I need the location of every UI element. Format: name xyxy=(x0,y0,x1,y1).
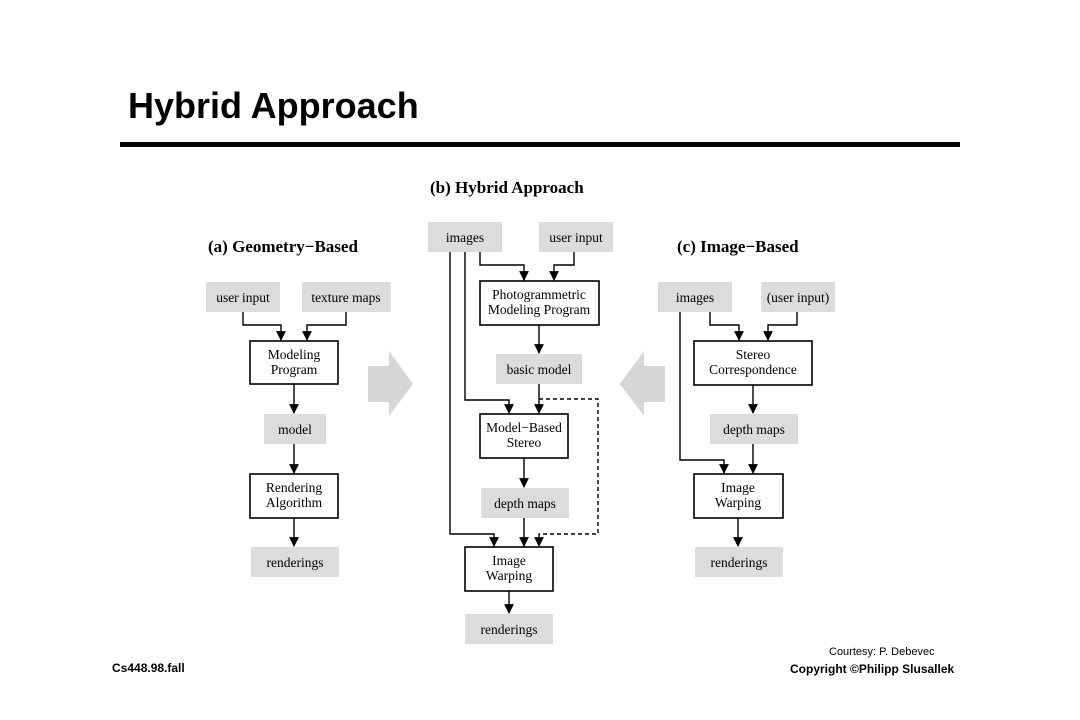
b-user-input-box xyxy=(539,222,613,252)
panel-image-based: (c) Image−Based images (user input) Ster… xyxy=(658,237,835,577)
a-edge-texture-to-modeling xyxy=(302,312,347,341)
b-image-warping-label-2: Warping xyxy=(486,568,532,583)
c-images-box xyxy=(658,282,732,312)
b-edge-images-to-photogrammetric xyxy=(479,252,529,281)
c-image-warping-label-1: Image xyxy=(721,480,755,495)
b-image-warping-label-1: Image xyxy=(492,553,526,568)
b-basic-model-label: basic model xyxy=(507,362,572,377)
b-model-based-stereo-label-1: Model−Based xyxy=(486,420,562,435)
a-texture-maps-box xyxy=(302,282,391,312)
c-images-label: images xyxy=(676,290,714,305)
b-renderings-label: renderings xyxy=(481,622,538,637)
title-rule xyxy=(120,142,960,147)
a-rendering-algorithm-box xyxy=(249,473,339,519)
b-photogrammetric-box xyxy=(479,280,600,326)
c-depth-maps-box xyxy=(710,414,798,444)
panel-geometry-based: (a) Geometry−Based user input texture ma… xyxy=(206,237,391,577)
course-label: Cs448.98.fall xyxy=(112,661,185,675)
heading-hybrid-approach: (b) Hybrid Approach xyxy=(430,178,584,197)
b-image-warping-box xyxy=(464,546,554,592)
c-edge-user-input-to-stereo xyxy=(763,312,798,341)
c-edge-images-to-stereo xyxy=(709,312,744,341)
a-edge-user-input-to-modeling xyxy=(242,312,286,341)
left-arrow-shape xyxy=(620,351,665,416)
b-user-input-label: user input xyxy=(549,230,603,245)
b-images-label: images xyxy=(446,230,484,245)
credit-line: Courtesy: P. Debevec xyxy=(829,646,935,658)
c-user-input-label: (user input) xyxy=(767,290,830,305)
a-renderings-label: renderings xyxy=(267,555,324,570)
b-photogrammetric-label-1: Photogrammetric xyxy=(492,287,586,302)
b-photogrammetric-label-2: Modeling Program xyxy=(488,302,591,317)
c-stereo-correspondence-label-2: Correspondence xyxy=(709,362,797,377)
c-image-warping-label-2: Warping xyxy=(715,495,761,510)
slide-title: Hybrid Approach xyxy=(128,85,419,126)
heading-image-based: (c) Image−Based xyxy=(677,237,799,256)
c-user-input-box xyxy=(761,282,835,312)
a-model-label: model xyxy=(278,422,312,437)
c-depth-maps-label: depth maps xyxy=(723,422,785,437)
a-modeling-program-label-2: Program xyxy=(271,362,318,377)
b-images-box xyxy=(428,222,502,252)
b-basic-model-box xyxy=(496,354,582,384)
a-renderings-box xyxy=(251,547,339,577)
c-edge-images-to-warping xyxy=(679,312,729,474)
b-renderings-box xyxy=(465,614,553,644)
a-model-box xyxy=(264,414,326,444)
c-renderings-box xyxy=(695,547,783,577)
a-texture-maps-label: texture maps xyxy=(311,290,380,305)
right-arrow-shape xyxy=(368,351,413,416)
b-edge-images-to-warping xyxy=(449,252,499,547)
b-model-based-stereo-label-2: Stereo xyxy=(507,435,542,450)
a-user-input-label: user input xyxy=(216,290,270,305)
a-rendering-algorithm-label-1: Rendering xyxy=(266,480,322,495)
heading-geometry-based: (a) Geometry−Based xyxy=(208,237,358,256)
c-image-warping-box xyxy=(693,473,784,519)
b-depth-maps-label: depth maps xyxy=(494,496,556,511)
a-modeling-program-label-1: Modeling xyxy=(268,347,321,362)
a-user-input-box xyxy=(206,282,280,312)
c-renderings-label: renderings xyxy=(711,555,768,570)
b-edge-user-input-to-photogrammetric xyxy=(549,252,575,281)
b-depth-maps-box xyxy=(481,488,569,518)
copyright-line: Copyright ©Philipp Slusallek xyxy=(790,662,955,676)
c-stereo-correspondence-label-1: Stereo xyxy=(736,347,771,362)
b-edge-images-to-stereo xyxy=(464,252,514,414)
a-rendering-algorithm-label-2: Algorithm xyxy=(266,495,323,510)
panel-hybrid-approach: (b) Hybrid Approach images user input Ph… xyxy=(428,178,613,644)
